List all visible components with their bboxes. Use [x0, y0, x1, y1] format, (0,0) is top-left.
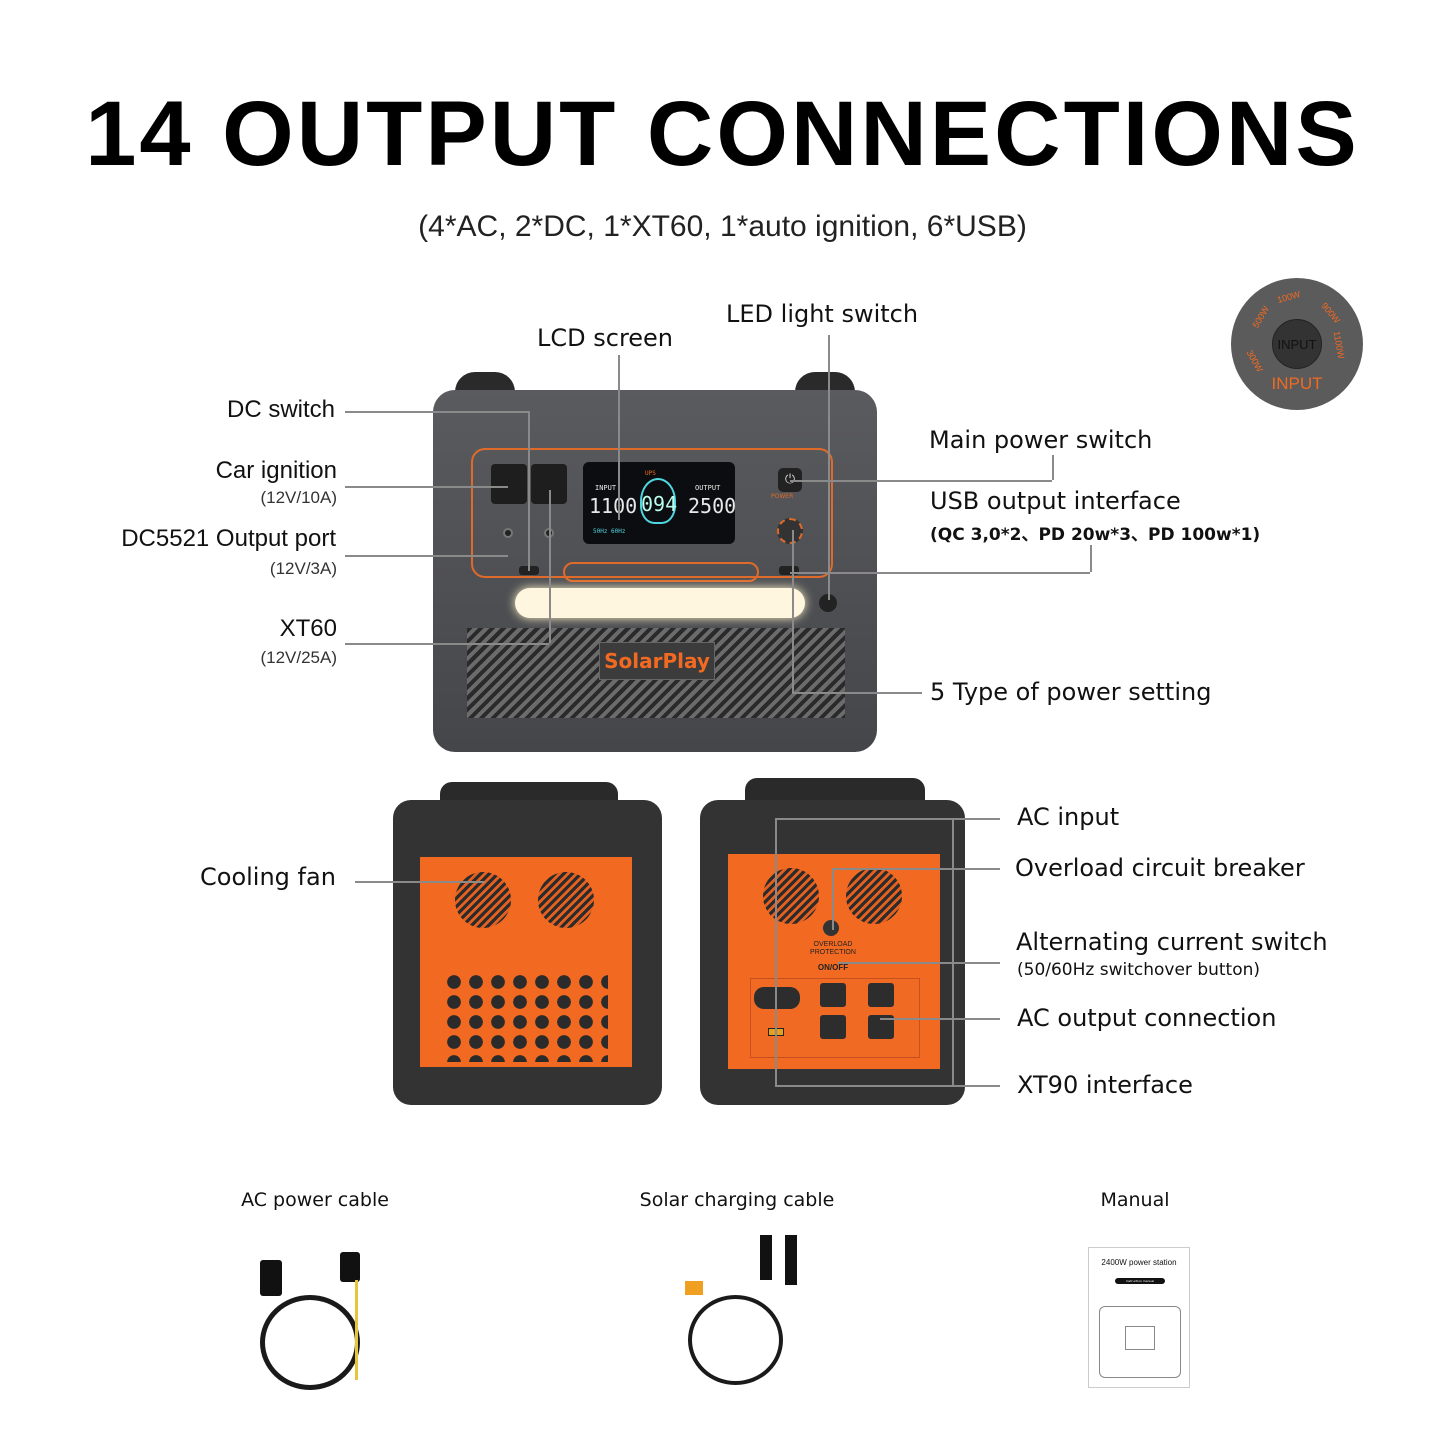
- leader-line: [952, 818, 954, 1085]
- label-car-ignition-spec: (12V/10A): [260, 488, 337, 507]
- knob-center: INPUT: [1272, 319, 1322, 369]
- lcd-input-value: 1100: [589, 494, 638, 518]
- manual-title: 2400W power station: [1101, 1258, 1177, 1267]
- power-knob-inset: INPUT INPUT 100W 500W 300W 900W 1100W: [1231, 278, 1363, 410]
- brand-logo: SolarPlay: [599, 642, 715, 680]
- label-breaker: Overload circuit breaker: [1015, 854, 1305, 882]
- page-title: 14 OUTPUT CONNECTIONS: [85, 83, 1360, 185]
- label-power-setting: 5 Type of power setting: [930, 678, 1212, 706]
- lcd-mode: UPS: [645, 470, 656, 477]
- knob-setting: 1100W: [1331, 330, 1347, 360]
- label-dc5521-spec: (12V/3A): [269, 559, 337, 578]
- label-xt60: XT60: [279, 615, 337, 642]
- knob-setting: 500W: [1250, 304, 1271, 330]
- lcd-output-label: OUTPUT: [695, 484, 721, 492]
- label-ac-input: AC input: [1017, 803, 1120, 831]
- leader-line: [792, 692, 922, 694]
- subtitle: (4*AC, 2*DC, 1*XT60, 1*auto ignition, 6*…: [418, 210, 1027, 243]
- label-cooling-fan: Cooling fan: [200, 863, 336, 891]
- leader-line: [790, 480, 1052, 482]
- lcd-output-value: 2500: [688, 494, 737, 518]
- overload-label: OVERLOAD PROTECTION: [810, 941, 856, 956]
- leader-line: [838, 962, 1000, 964]
- leader-line: [832, 868, 1000, 870]
- label-car-ignition: Car ignition: [215, 457, 337, 484]
- knob-setting: 900W: [1319, 300, 1343, 326]
- breaker-button[interactable]: [823, 920, 839, 936]
- label-ac-switch-spec: (50/60Hz switchover button): [1017, 960, 1261, 980]
- dc5521-port: [503, 528, 513, 538]
- cooling-fan: [763, 868, 819, 924]
- back-unit: OVERLOAD PROTECTION ON/OFF: [700, 800, 965, 1105]
- leader-line: [775, 1085, 1000, 1087]
- leader-line: [355, 881, 485, 883]
- leader-line: [549, 490, 551, 643]
- cooling-fan: [846, 868, 902, 924]
- label-usb: USB output interface: [930, 487, 1181, 515]
- leader-line: [832, 868, 834, 930]
- car-ignition-port: [491, 464, 527, 504]
- solar-cable-image: [680, 1235, 820, 1395]
- label-xt90: XT90 interface: [1017, 1071, 1193, 1099]
- lcd-input-label: INPUT: [595, 484, 617, 492]
- power-setting-knob[interactable]: [777, 518, 803, 544]
- leader-line: [345, 411, 528, 413]
- vent-grille: [443, 972, 608, 1062]
- lcd-frequency: 50Hz 60Hz: [593, 528, 626, 535]
- front-unit: INPUT 1100 UPS 094 OUTPUT 2500 50Hz 60Hz…: [433, 390, 877, 752]
- ac-outlet: [868, 983, 894, 1007]
- label-xt60-spec: (12V/25A): [260, 648, 337, 667]
- leader-line: [775, 818, 1000, 820]
- leader-line: [1052, 455, 1054, 480]
- usb-ports-outline: [563, 562, 759, 582]
- leader-line: [792, 530, 794, 692]
- ac-outlet: [820, 1015, 846, 1039]
- leader-line: [618, 355, 620, 520]
- leader-line: [528, 411, 530, 571]
- leader-line: [828, 335, 830, 600]
- manual-subtitle: Instruction manual: [1115, 1278, 1165, 1284]
- leader-line: [345, 486, 508, 488]
- leader-line: [790, 572, 1090, 574]
- leader-line: [345, 555, 508, 557]
- ac-input-port: [754, 987, 800, 1009]
- usb-switch-button[interactable]: [779, 566, 799, 575]
- led-switch-button[interactable]: [819, 594, 837, 612]
- accessory-label: AC power cable: [241, 1189, 389, 1211]
- ac-outlet: [820, 983, 846, 1007]
- lcd-battery: 094: [641, 492, 678, 516]
- label-dc-switch: DC switch: [226, 396, 335, 423]
- label-lcd-screen: LCD screen: [537, 324, 674, 352]
- leader-line: [880, 1018, 1000, 1020]
- label-ac-output: AC output connection: [1017, 1004, 1277, 1032]
- knob-ring-label: INPUT: [1271, 374, 1323, 393]
- ac-onoff-label: ON/OFF: [817, 963, 849, 972]
- label-main-power: Main power switch: [929, 426, 1153, 454]
- leader-line: [345, 643, 549, 645]
- manual-image: 2400W power station Instruction manual: [1088, 1247, 1190, 1388]
- knob-setting: 100W: [1276, 289, 1302, 305]
- power-label: POWER: [771, 493, 794, 500]
- control-panel-outline: [471, 448, 833, 578]
- label-dc5521: DC5521 Output port: [121, 525, 336, 552]
- lcd-screen: INPUT 1100 UPS 094 OUTPUT 2500 50Hz 60Hz: [583, 462, 737, 544]
- knob-setting: 300W: [1244, 348, 1265, 374]
- led-light-bar: [515, 588, 805, 618]
- side-unit: [393, 800, 662, 1105]
- accessory-label: Solar charging cable: [639, 1189, 835, 1211]
- label-ac-switch: Alternating current switch: [1016, 928, 1328, 956]
- ac-power-cable-image: [255, 1240, 405, 1395]
- accessory-label: Manual: [1100, 1189, 1170, 1211]
- leader-line: [1090, 545, 1092, 572]
- label-led-switch: LED light switch: [726, 300, 919, 328]
- cooling-fan: [538, 872, 594, 928]
- label-usb-spec: (QC 3,0*2、PD 20w*3、PD 100w*1): [930, 525, 1261, 545]
- leader-line: [775, 818, 777, 1085]
